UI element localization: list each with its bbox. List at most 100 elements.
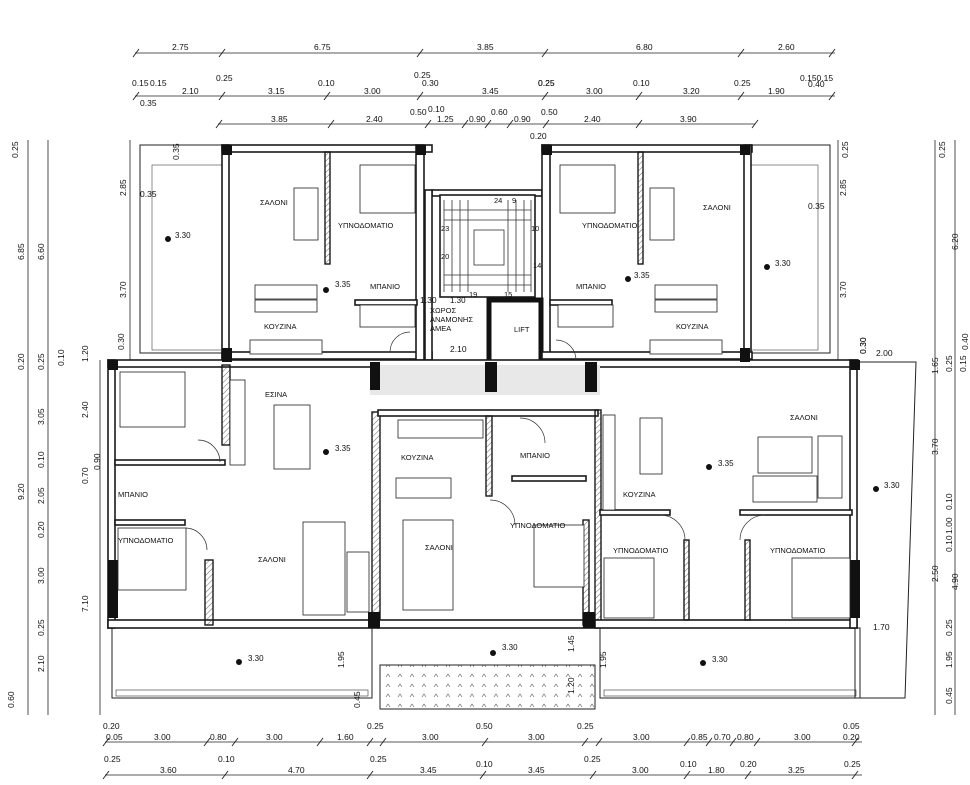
dim-left2-7: 3.00 xyxy=(36,567,46,584)
stair-num-9: 9 xyxy=(512,196,516,205)
dim-top4-10: 3.90 xyxy=(680,114,697,124)
dim-bot2-3: 0.25 xyxy=(370,754,387,764)
label-mpanio-tl: ΜΠΑΝΙΟ xyxy=(370,282,400,291)
label-ypnodomatio-bm: ΥΠΝΟΔΟΜΑΤΙΟ xyxy=(510,521,566,530)
stair-num-14: 14 xyxy=(533,261,541,270)
dim-bot-2: 0.05 xyxy=(106,732,123,742)
stair-num-20: 20 xyxy=(441,252,449,261)
dim-right2-8: 1.00 xyxy=(944,517,954,534)
dim-right2-3: 3.70 xyxy=(838,281,848,298)
level-130: 1.30 xyxy=(450,296,466,305)
dim-top3-1: 0.35 xyxy=(140,98,157,108)
dim-bot-14: 0.70 xyxy=(714,732,731,742)
dim-bot-9: 0.50 xyxy=(476,721,493,731)
dim-bot-18: 0.20 xyxy=(843,732,860,742)
dim-right2-5: 0.40 xyxy=(960,333,970,350)
dim-inner-5: 0.30 xyxy=(858,337,868,354)
dim-right1-9: 0.45 xyxy=(944,687,954,704)
dim-inner-13: 1.20 xyxy=(566,677,576,694)
dim-inner-1: 0.35 xyxy=(171,143,181,160)
dim-top4-sub-1: 0.10 xyxy=(428,104,445,114)
dim-top-3: 3.85 xyxy=(477,42,494,52)
level-330-bm: 3.30 xyxy=(502,643,518,652)
dim-bot-1: 0.20 xyxy=(103,721,120,731)
dim-right2-7: 0.10 xyxy=(944,535,954,552)
dim-right2-6: 0.25 xyxy=(944,355,954,372)
dim-right1-4: 3.70 xyxy=(930,438,940,455)
label-amea: ΑΜΕΑ xyxy=(430,324,451,333)
dim-bot2-1: 0.25 xyxy=(104,754,121,764)
dim-left2-5: 2.05 xyxy=(36,487,46,504)
dim-inner-14: 1.30 xyxy=(420,295,437,305)
stair-num-24: 24 xyxy=(494,196,502,205)
dim-right1-5: 0.10 xyxy=(944,493,954,510)
dim-top2-5: 0.25 xyxy=(538,78,555,88)
level-335-br: 3.35 xyxy=(718,459,734,468)
dim-left3-8: 7.10 xyxy=(80,595,90,612)
label-mpanio-tr: ΜΠΑΝΙΟ xyxy=(576,282,606,291)
label-kouzina-bm: ΚΟΥΖΙΝΑ xyxy=(401,453,433,462)
dim-top-1: 2.75 xyxy=(172,42,189,52)
dim-top3-6: 0.30 xyxy=(422,78,439,88)
label-kouzina-tl: ΚΟΥΖΙΝΑ xyxy=(264,322,296,331)
dim-left3-3: 0.10 xyxy=(56,349,66,366)
level-330-r: 3.30 xyxy=(884,481,900,490)
dim-top2-2: 0.15 xyxy=(150,78,167,88)
dim-top3-11: 3.20 xyxy=(683,86,700,96)
dim-bot-7: 0.25 xyxy=(367,721,384,731)
label-ypnodomatio-br1: ΥΠΝΟΔΟΜΑΤΙΟ xyxy=(613,546,669,555)
dim-right1-1: 0.25 xyxy=(937,141,947,158)
dim-inner-7: 2.00 xyxy=(876,348,893,358)
dim-top4-2: 2.40 xyxy=(366,114,383,124)
label-kouzina-tr: ΚΟΥΖΙΝΑ xyxy=(676,322,708,331)
dim-left2-8: 0.25 xyxy=(36,619,46,636)
dim-top2-6: 0.150.15 xyxy=(800,73,833,83)
staircase: 24 9 23 10 20 14 19 15 xyxy=(441,196,541,299)
dim-bot3-2: 4.70 xyxy=(288,765,305,775)
dim-bot2-7: 0.20 xyxy=(740,759,757,769)
dim-bot2-2: 0.10 xyxy=(218,754,235,764)
dim-top4-5: 0.90 xyxy=(469,114,486,124)
dim-left3-4: 1.20 xyxy=(80,345,90,362)
dim-bot-15: 0.80 xyxy=(737,732,754,742)
label-saloni-br: ΣΑΛΟΝΙ xyxy=(790,413,818,422)
dim-left2-6: 0.20 xyxy=(36,521,46,538)
doors xyxy=(184,331,766,551)
dim-top4-8: 0.50 xyxy=(541,107,558,117)
dim-left1-3: 0.20 xyxy=(16,353,26,370)
label-xoros: ΧΩΡΟΣ xyxy=(430,306,456,315)
dim-top-5: 2.60 xyxy=(778,42,795,52)
dim-bot-4: 0.80 xyxy=(210,732,227,742)
dim-top3-3: 3.15 xyxy=(268,86,285,96)
dim-left2-9: 2.10 xyxy=(36,655,46,672)
stair-num-23: 23 xyxy=(441,224,449,233)
dim-bot2-8: 0.25 xyxy=(844,759,861,769)
level-335-tr: 3.35 xyxy=(634,271,650,280)
dim-right2-9: 4.90 xyxy=(950,573,960,590)
level-markers: 3.30 3.35 3.35 3.30 1.30 3.35 3.35 3.30 … xyxy=(165,231,900,666)
dim-left1-1: 0.25 xyxy=(10,141,20,158)
bottom-dimension-lines: 0.20 0.05 3.00 0.80 3.00 1.60 0.25 3.00 … xyxy=(102,721,862,780)
dim-top-4: 6.80 xyxy=(636,42,653,52)
dim-inner-12: 0.45 xyxy=(352,691,362,708)
dim-bot-8: 3.00 xyxy=(422,732,439,742)
level-330-br: 3.30 xyxy=(712,655,728,664)
dim-left1-4: 9.20 xyxy=(16,483,26,500)
right-dimension-lines: 0.25 6.20 1.65 3.70 0.10 2.50 0.25 1.95 … xyxy=(837,140,970,715)
stair-num-10: 10 xyxy=(531,224,539,233)
dim-top4-3: 0.50 xyxy=(410,107,427,117)
dim-top4-4: 1.25 xyxy=(437,114,454,124)
dim-inner-6: 2.10 xyxy=(450,344,467,354)
left-dimension-lines: 0.25 6.85 0.20 9.20 0.60 6.60 0.25 3.05 … xyxy=(6,140,131,715)
dim-top2-4: 0.25 xyxy=(414,70,431,80)
dim-left1-2: 6.85 xyxy=(16,243,26,260)
dim-left2-1: 6.60 xyxy=(36,243,46,260)
dim-bot-17: 0.05 xyxy=(843,721,860,731)
label-ypnodomatio-bl: ΥΠΝΟΔΟΜΑΤΙΟ xyxy=(118,536,174,545)
dim-left3-2: 3.70 xyxy=(118,281,128,298)
label-saloni-tr: ΣΑΛΟΝΙ xyxy=(703,203,731,212)
dim-bot-10: 3.00 xyxy=(528,732,545,742)
label-anamonis: ΑΝΑΜΟΝΗΣ xyxy=(430,315,473,324)
label-ypnodomatio-tr: ΥΠΝΟΔΟΜΑΤΙΟ xyxy=(582,221,638,230)
label-saloni-bm: ΣΑΛΟΝΙ xyxy=(425,543,453,552)
